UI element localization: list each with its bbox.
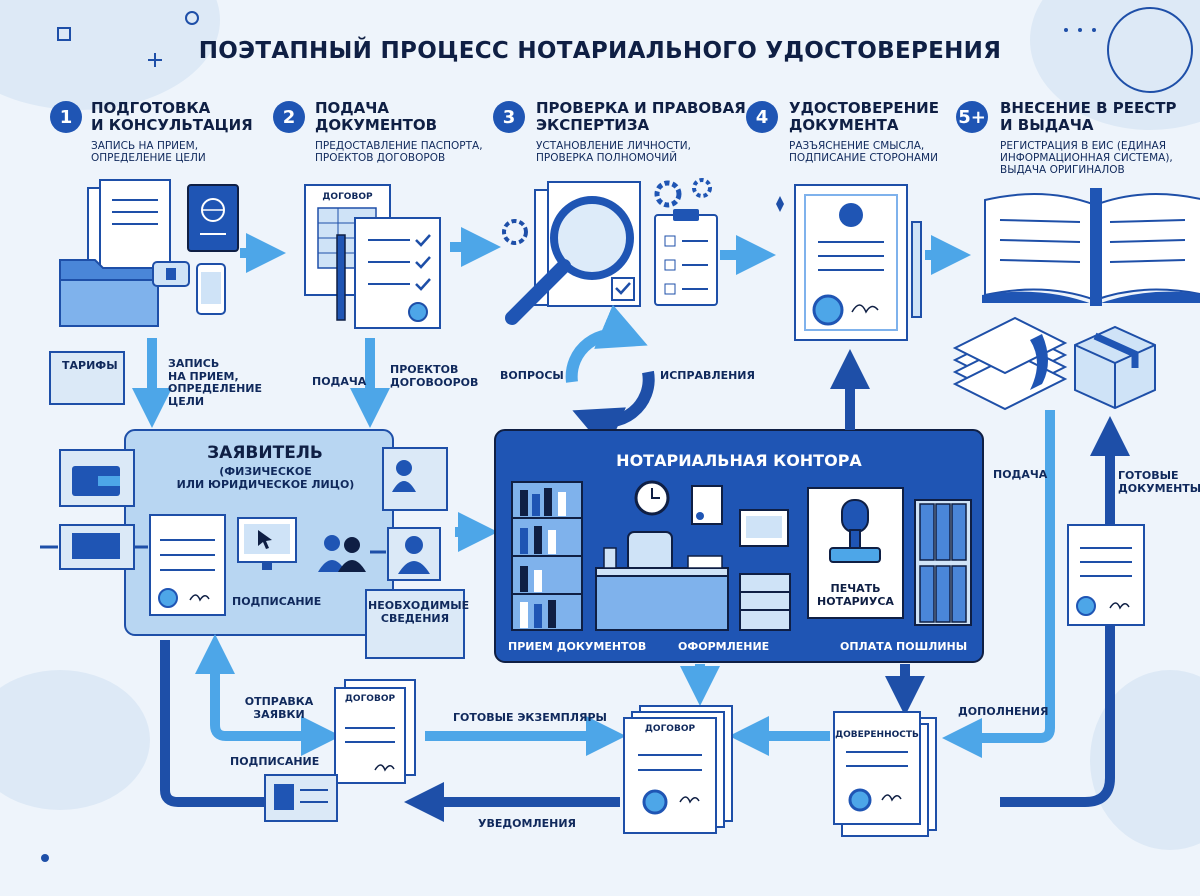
- magnifier-documents-icon: [502, 181, 641, 325]
- submission-label: ПОДАЧА: [312, 375, 367, 388]
- receive-docs-label: ПРИЕМ ДОКУМЕНТОВ: [508, 640, 647, 653]
- step-3-number: 3: [493, 101, 525, 133]
- document-stack-icon: [952, 316, 1068, 411]
- processing-label: ОФОРМЛЕНИЕ: [678, 640, 770, 653]
- step-2-desc: ПРЕДОСТАВЛЕНИЕ ПАСПОРТА,ПРОЕКТОВ ДОГОВОР…: [315, 140, 483, 165]
- arrow-applicant-loop: [160, 640, 282, 807]
- signing-label: ПОДПИСАНИЕ: [232, 595, 322, 608]
- passport-icon: [187, 184, 239, 252]
- contract-doc-title-small: ДОГОВОР: [344, 694, 396, 704]
- wallet-icon: [59, 449, 135, 507]
- step-4-desc: РАЗЪЯСНЕНИЕ СМЫСЛА,ПОДПИСАНИЕ СТОРОНАМИ: [789, 140, 938, 165]
- step-1-number: 1: [50, 101, 82, 133]
- office-title: НОТАРИАЛЬНАЯ КОНТОРА: [616, 451, 862, 470]
- required-info-note: [365, 589, 465, 659]
- documents-folder-icon: [59, 179, 171, 327]
- ready-copies-label: ГОТОВЫЕ ЭКЗЕМПЛЯРЫ: [453, 711, 607, 724]
- phone-icon: [196, 263, 226, 315]
- package-box-icon: [1074, 325, 1156, 410]
- user-card-icon: [382, 447, 448, 511]
- tariffs-label: ТАРИФЫ: [62, 359, 118, 372]
- contract-doc-title-top: ДОГОВОР: [322, 192, 373, 202]
- arrow-send-request: [210, 700, 341, 756]
- step-3-desc: УСТАНОВЛЕНИЕ ЛИЧНОСТИ,ПРОВЕРКА ПОЛНОМОЧИ…: [536, 140, 691, 165]
- applicant-panel: [124, 429, 394, 636]
- contract-doc-title-stack: ДОГОВОР: [644, 724, 696, 734]
- arrow-ready-documents-up: [1000, 416, 1130, 807]
- step-arrows: [240, 227, 971, 275]
- corrections-label: ИСПРАВЛЕНИЯ: [660, 369, 755, 382]
- tariffs-note: [49, 351, 125, 405]
- registry-book-icon: [982, 188, 1200, 306]
- fee-payment-label: ОПЛАТА ПОШЛИНЫ: [840, 640, 968, 653]
- step-5-number: 5+: [956, 101, 988, 133]
- certificate-document-icon: [776, 184, 922, 341]
- contract-documents-icon: [304, 184, 441, 329]
- poa-doc-title: ДОВЕРЕННОСТЬ: [835, 730, 919, 740]
- additions-label: ДОПОЛНЕНИЯ: [958, 705, 1049, 718]
- applicant-title: ЗАЯВИТЕЛЬ: [207, 443, 323, 463]
- user-avatar-icon: [370, 527, 441, 581]
- signing-bottom-label: ПОДПИСАНИЕ: [230, 755, 320, 768]
- bottom-poa-stack: [833, 711, 937, 837]
- notifications-label: УВЕДОМЛЕНИЯ: [478, 817, 577, 830]
- ready-document-card: [1067, 524, 1145, 626]
- step-2-number: 2: [273, 101, 305, 133]
- arrow-submission-additions: [942, 410, 1055, 758]
- submission-right-label: ПОДАЧА: [993, 468, 1048, 481]
- notary-office-panel: [494, 429, 984, 663]
- refresh-cycle-icon: [565, 304, 655, 452]
- step-4-number: 4: [746, 101, 778, 133]
- like-chat-icon: [152, 261, 190, 287]
- checklist-icon: [654, 178, 718, 306]
- background-decor: [0, 0, 1200, 862]
- bottom-contract-stack: [623, 705, 733, 834]
- id-card-icon: [264, 774, 338, 822]
- step-1-desc: ЗАПИСЬ НА ПРИЕМ,ОПРЕДЕЛЕНИЕ ЦЕЛИ: [91, 140, 206, 165]
- questions-label: ВОПРОСЫ: [500, 369, 564, 382]
- computer-icon: [40, 524, 148, 570]
- page-title: ПОЭТАПНЫЙ ПРОЦЕСС НОТАРИАЛЬНОГО УДОСТОВЕ…: [198, 38, 1002, 64]
- bottom-contract-small: [334, 679, 416, 784]
